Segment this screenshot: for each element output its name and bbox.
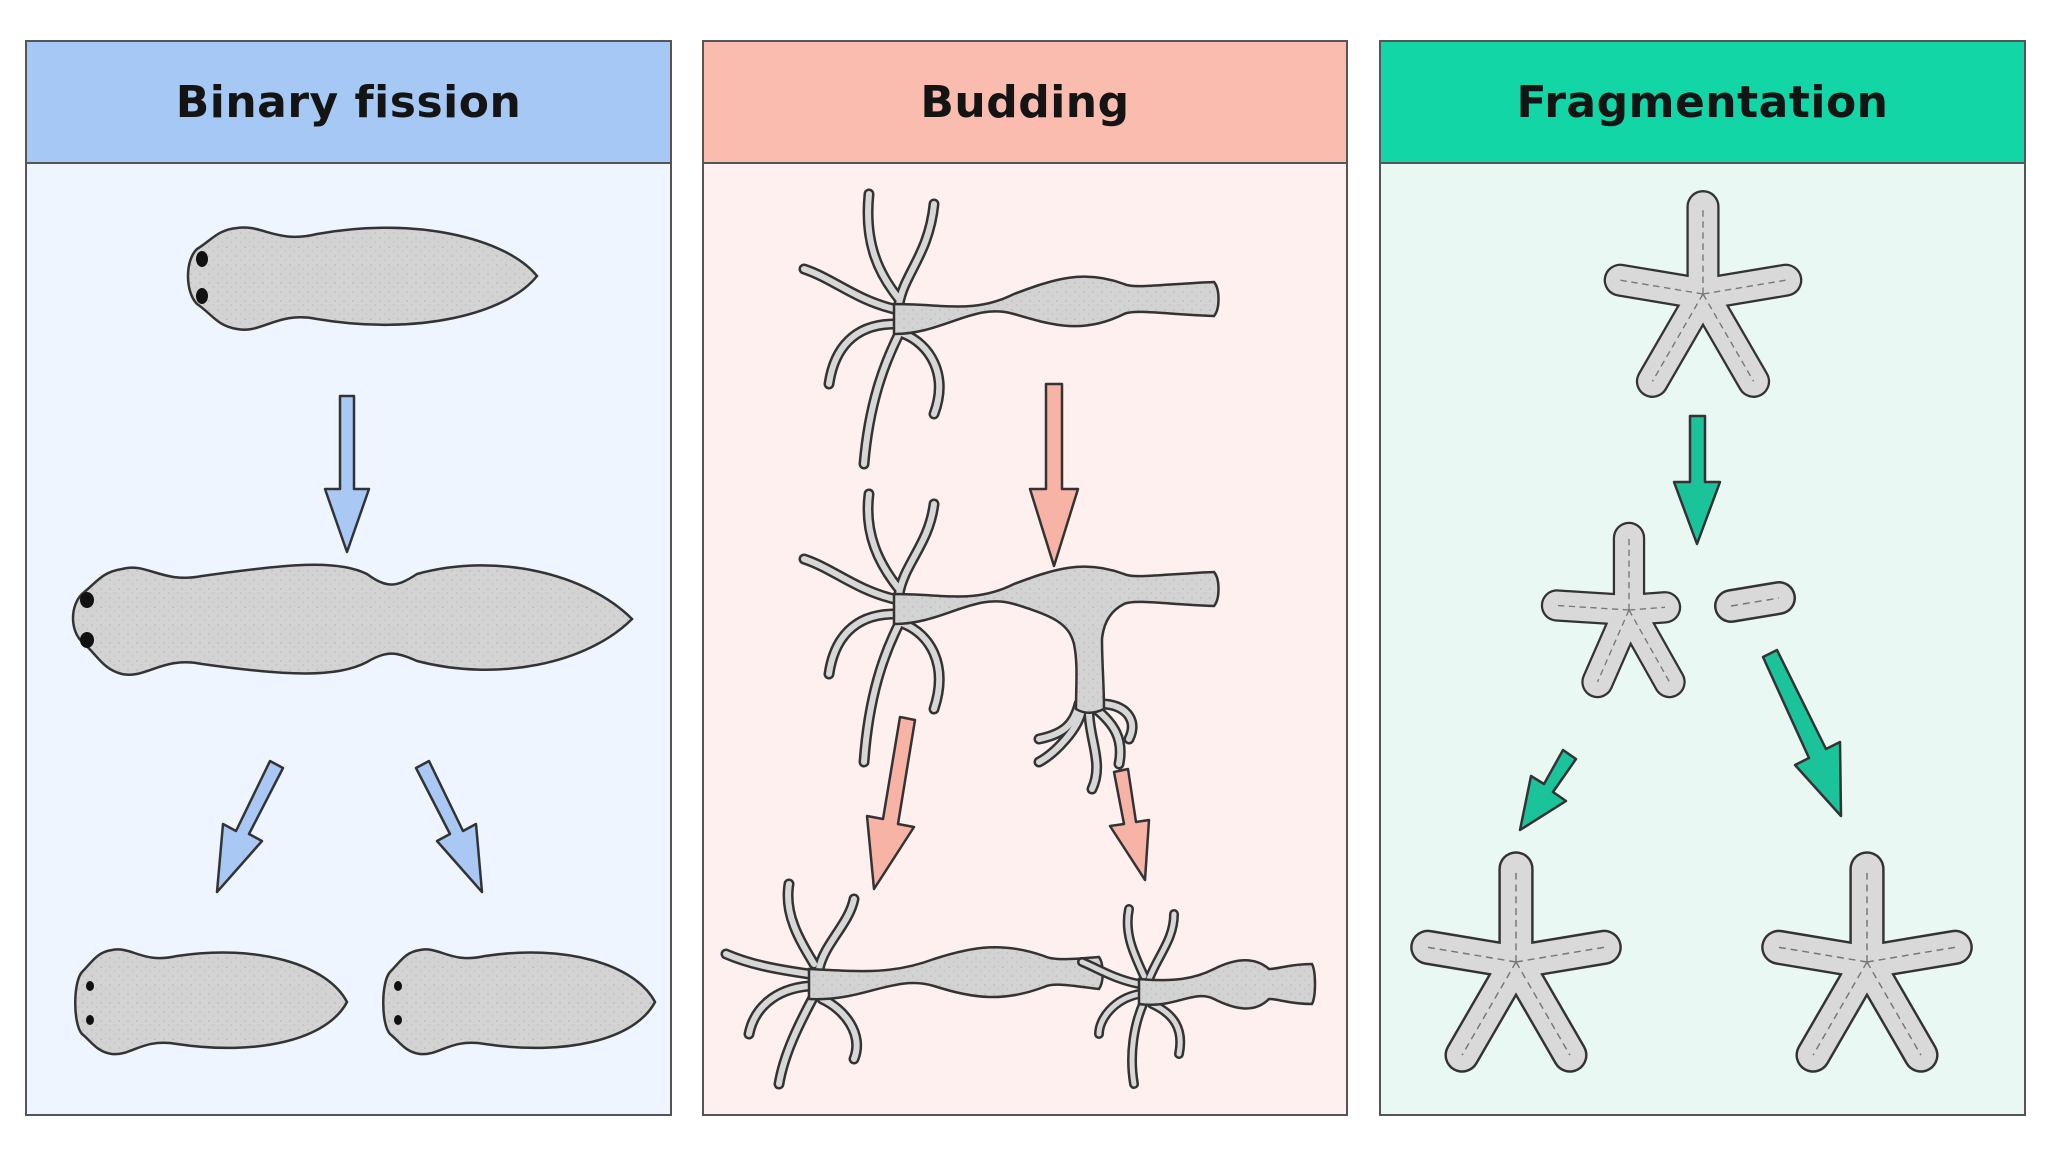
fragmentation-header: Fragmentation — [1381, 42, 2024, 164]
starfish-parent — [1620, 207, 1786, 382]
starfish-regenerated-right — [1779, 869, 1955, 1055]
arrow-down-right-icon — [414, 759, 484, 894]
budding-body — [704, 164, 1346, 1114]
binary-fission-header: Binary fission — [27, 42, 670, 164]
budding-header: Budding — [704, 42, 1346, 164]
hydra-budding — [798, 488, 1220, 795]
starfish-regenerated-left — [1428, 869, 1604, 1055]
fragmentation-body — [1381, 164, 2024, 1114]
budding-diagram — [720, 188, 1317, 1090]
planarian-dividing — [71, 563, 634, 676]
planarian-daughter-left — [74, 948, 349, 1056]
arrow-down-left-icon — [215, 759, 285, 894]
arrow-down-icon — [1028, 382, 1080, 568]
detached-arm — [1714, 581, 1796, 623]
starfish-fragmenting — [1557, 538, 1670, 682]
budding-title: Budding — [920, 76, 1130, 128]
hydra-offspring — [1077, 904, 1317, 1089]
hydra-parent — [798, 188, 1220, 470]
arrow-down-icon — [323, 394, 371, 554]
binary-fission-body — [27, 164, 670, 1114]
hydra-parent-after — [720, 878, 1104, 1090]
arrow-down-right-icon — [1761, 648, 1843, 818]
arrow-down-right-icon — [1108, 767, 1151, 882]
binary-fission-title: Binary fission — [175, 76, 522, 128]
arrow-down-left-icon — [865, 715, 917, 891]
planarian-parent — [186, 226, 539, 331]
binary-fission-diagram — [71, 226, 657, 1056]
arrow-down-icon — [1672, 414, 1722, 546]
arrow-down-left-icon — [1518, 748, 1578, 832]
fragmentation-title: Fragmentation — [1516, 76, 1889, 128]
binary-fission-panel: Binary fission — [25, 40, 672, 1116]
budding-panel: Budding — [702, 40, 1348, 1116]
planarian-daughter-right — [382, 948, 657, 1056]
fragmentation-panel: Fragmentation — [1379, 40, 2026, 1116]
fragmentation-diagram — [1381, 164, 2023, 1114]
